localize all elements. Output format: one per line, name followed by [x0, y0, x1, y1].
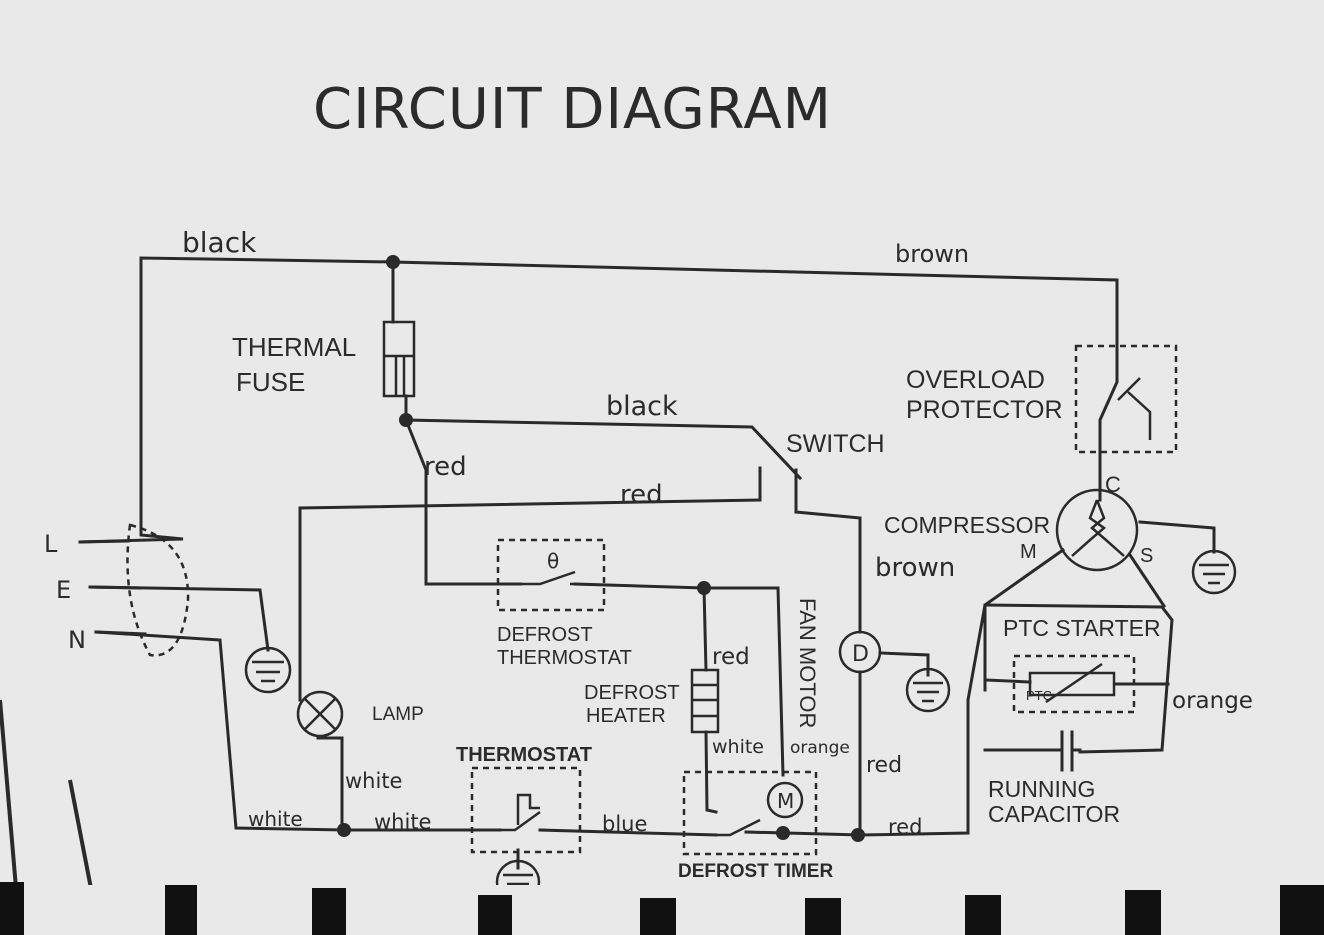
- wire-label-white-bottom-left: white: [248, 807, 303, 831]
- ground-icon: [1191, 549, 1237, 595]
- node-fuse: [399, 413, 413, 427]
- terminal-l-label: L: [44, 530, 58, 558]
- capacitor-label-2: CAPACITOR: [988, 801, 1120, 827]
- ground-icon: [905, 667, 951, 713]
- wire-label-white-lamp: white: [345, 769, 402, 793]
- defrost-heater-label-1: DEFROST: [584, 682, 680, 704]
- wire-labels: black brown black red red brown red whit…: [182, 226, 1253, 839]
- junction-nodes: [337, 255, 865, 842]
- running-capacitor: RUNNING CAPACITOR: [988, 730, 1120, 827]
- wire-label-blue-bottom: blue: [602, 812, 647, 836]
- wire-label-brown-top: brown: [895, 240, 969, 268]
- wire-label-white-bottom-mid: white: [374, 810, 431, 834]
- wire-label-black-mid: black: [606, 391, 678, 422]
- overload-protector: OVERLOAD PROTECTOR: [906, 344, 1178, 454]
- thermal-fuse-label-1: THERMAL: [232, 332, 356, 362]
- wire-label-red-bottom: red: [888, 815, 922, 839]
- compressor-label: COMPRESSOR: [884, 512, 1050, 538]
- ptc-starter-label: PTC STARTER: [1003, 615, 1161, 641]
- node-lamp-bottom: [337, 823, 351, 837]
- lamp: LAMP: [296, 690, 424, 738]
- overload-label-2: PROTECTOR: [906, 396, 1063, 424]
- wire-label-orange-fan: orange: [790, 738, 850, 758]
- wire-label-black-top: black: [182, 226, 257, 259]
- compressor-pin-s: S: [1140, 545, 1153, 567]
- compressor: C M S COMPRESSOR: [884, 472, 1153, 572]
- node-heater: [697, 581, 711, 595]
- switch-label: SWITCH: [786, 430, 885, 458]
- overload-label-1: OVERLOAD: [906, 366, 1045, 394]
- fan-motor-label: FAN MOTOR: [795, 598, 820, 728]
- fan-motor-symbol: D: [852, 642, 869, 667]
- terminal-n-label: N: [68, 626, 86, 654]
- thermal-fuse-label-2: FUSE: [236, 367, 305, 397]
- wire-label-red-mid: red: [620, 480, 663, 510]
- node-red-bottom: [851, 828, 865, 842]
- defrost-thermostat-label-2: THERMOSTAT: [497, 647, 632, 669]
- defrost-heater: DEFROST HEATER: [584, 668, 720, 734]
- mains-plug: L E N: [44, 523, 190, 657]
- terminal-e-label: E: [56, 576, 71, 604]
- wire-label-red-heater: red: [712, 644, 750, 670]
- door-switch: SWITCH: [786, 430, 885, 458]
- wire-label-red-right-vertical: red: [866, 753, 902, 778]
- sheet-edge-decoration: [0, 699, 1324, 935]
- ptc-starter: PTC STARTER PTC: [1003, 615, 1161, 714]
- ground-icon: [244, 646, 292, 694]
- defrost-thermostat-label-1: DEFROST: [497, 624, 593, 646]
- lamp-label: LAMP: [372, 704, 424, 725]
- thermostat: THERMOSTAT: [456, 744, 592, 854]
- node-top: [386, 255, 400, 269]
- wire-label-brown-right: brown: [875, 553, 955, 583]
- defrost-heater-label-2: HEATER: [586, 705, 666, 727]
- wire-label-orange-ptc: orange: [1172, 688, 1253, 714]
- wire-label-red-left: red: [424, 452, 467, 482]
- timer-motor-symbol: M: [777, 789, 794, 813]
- defrost-timer-label: DEFROST TIMER: [678, 861, 833, 882]
- wires: [78, 256, 1216, 870]
- ptc-symbol-label: PTC: [1026, 688, 1052, 703]
- thermostat-label: THERMOSTAT: [456, 744, 592, 766]
- compressor-pin-c: C: [1105, 472, 1121, 497]
- capacitor-label-1: RUNNING: [988, 776, 1095, 802]
- diagram-title: CIRCUIT DIAGRAM: [313, 77, 832, 142]
- wire-label-white-heater: white: [712, 736, 764, 758]
- fan-motor: D FAN MOTOR: [795, 598, 882, 728]
- defrost-timer: M DEFROST TIMER: [678, 770, 833, 882]
- thermal-fuse: THERMAL FUSE: [232, 320, 416, 398]
- defrost-thermostat: θ DEFROST THERMOSTAT: [496, 538, 632, 669]
- defrost-thermostat-symbol: θ: [547, 549, 559, 573]
- compressor-pin-m: M: [1020, 541, 1037, 563]
